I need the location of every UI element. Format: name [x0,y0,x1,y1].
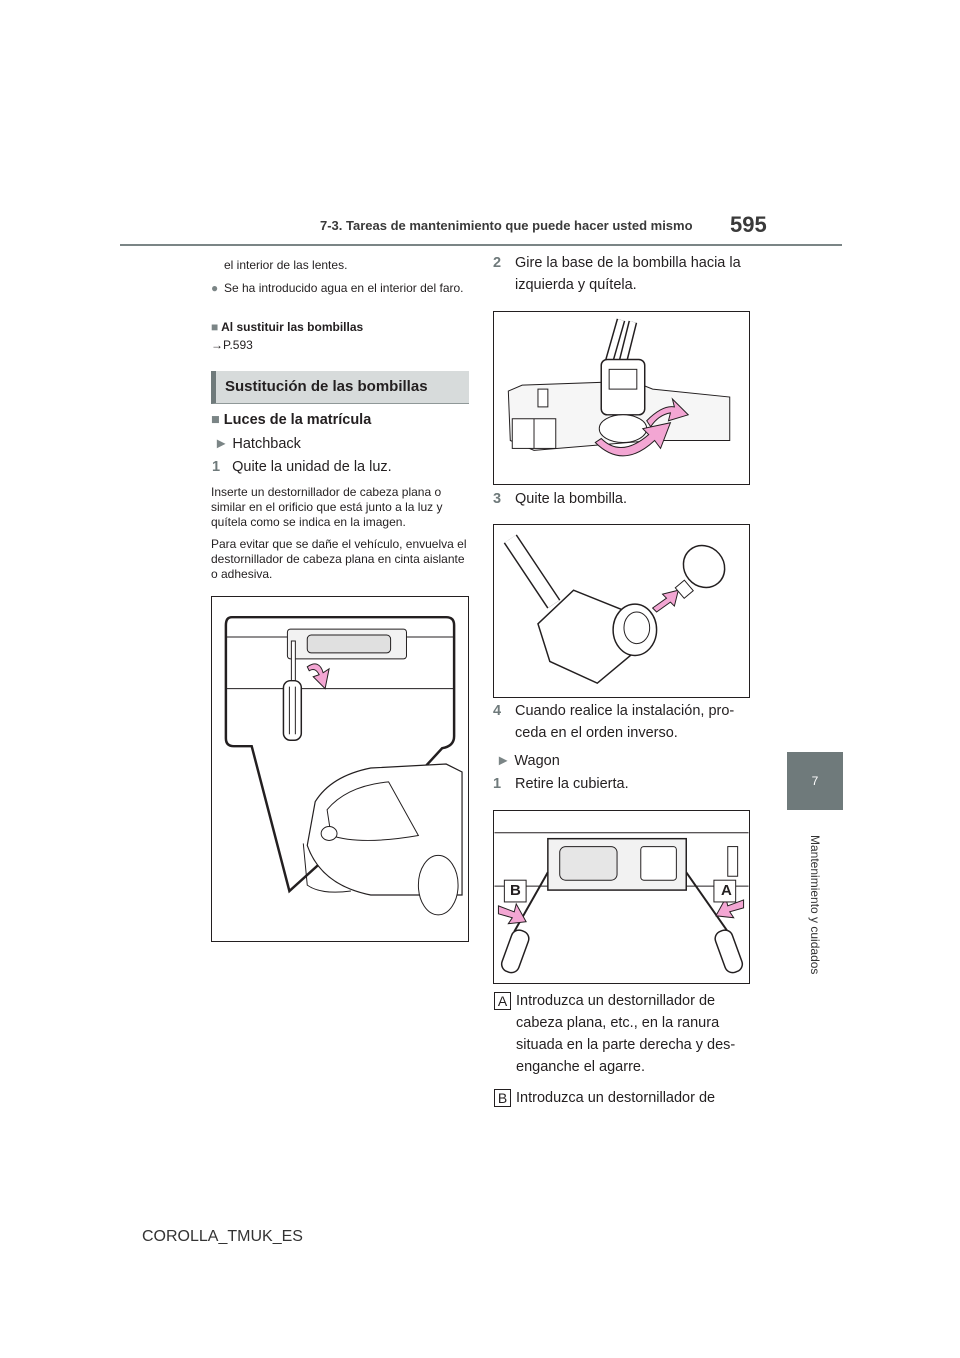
variant-hatchback-text: Hatchback [232,436,301,452]
bulb-removal-illustration [503,534,726,685]
triangle-bullet-icon: ► [496,753,511,769]
step-2-line-2: izquierda y quítela. [515,277,637,293]
document-code: COROLLA_TMUK_ES [142,1228,303,1245]
callout-a-line: Introduzca un destornillador de [516,993,716,1009]
bulb-base-illustration [507,318,731,457]
step-number: 1 [493,776,502,792]
page-number: 595 [730,212,767,237]
step-text: Quite la unidad de la luz. [232,459,392,475]
callout-b-label: B [494,1089,511,1107]
square-bullet-icon: ■ [211,412,220,428]
figure-label-b: B [510,882,521,899]
subheading: ■ Luces de la matrícula [211,412,371,428]
chapter-label: Mantenimiento y cuidados [787,820,843,990]
wagon-step-1: 1 Retire la cubierta. [493,773,629,795]
callout-a-text: Introduzca un destornillador de cabeza p… [516,990,735,1078]
step-number: 2 [493,255,502,271]
hatchback-illustration [224,615,463,916]
chapter-tab: 7 [787,752,843,810]
subheading-text: Luces de la matrícula [223,412,372,428]
figure-remove-bulb [493,524,750,698]
step-text-line: Gire la base de la bombilla hacia la [515,255,741,271]
running-header-title: 7-3. Tareas de mantenimiento que puede h… [320,218,693,233]
square-bullet-icon: ■ [211,320,219,334]
callout-a-line: situada en la parte derecha y des- [516,1037,736,1053]
bullet-item: ● Se ha introducido agua en el interior … [211,281,469,296]
step-number: 4 [493,703,502,719]
page-reference: →P.593 [211,338,253,352]
step-text: Quite la bombilla. [515,491,628,507]
figure-wagon-cover: B A [493,810,750,984]
bullet-text: Se ha introducido agua en el interior de… [224,281,464,295]
step-1: 1 Quite la unidad de la luz. [212,456,392,478]
step-4: 4 Cuando realice la instalación, pro- [493,700,734,722]
variant-wagon: ► Wagon [496,750,560,772]
caution-paragraph: Para evitar que se dañe el vehículo, env… [211,537,467,581]
callout-b-line: Introduzca un destornillador de [516,1090,716,1106]
continued-text: el interior de las lentes. [224,258,348,272]
header-rule [120,244,842,246]
callout-a-line: enganche el agarre. [516,1059,645,1075]
triangle-bullet-icon: ► [214,436,229,452]
figure-label-a: A [721,882,732,899]
variant-hatchback: ► Hatchback [214,433,301,455]
wagon-cover-illustration [494,832,749,974]
callout-a: A [494,992,511,1011]
callout-b: B [494,1089,511,1108]
step-number: 1 [212,459,221,475]
bullet-dot-icon: ● [211,281,219,295]
step-3: 3 Quite la bombilla. [493,488,627,510]
step-text-line: Cuando realice la instalación, pro- [515,703,735,719]
step-number: 3 [493,491,502,507]
section-heading: Sustitución de las bombillas [211,371,469,404]
note-heading: ■ Al sustituir las bombillas [211,320,363,335]
callout-a-line: cabeza plana, etc., en la ranura [516,1015,720,1031]
step-4-line-2: ceda en el orden inverso. [515,725,678,741]
chapter-label-text: Mantenimiento y cuidados [808,835,822,975]
instruction-paragraph: Inserte un destornillador de cabeza plan… [211,485,443,529]
note-heading-text: Al sustituir las bombillas [221,320,364,334]
callout-b-text: Introduzca un destornillador de [516,1087,715,1109]
variant-wagon-text: Wagon [514,753,560,769]
figure-hatchback-removal [211,596,469,942]
step-text: Retire la cubierta. [515,776,629,792]
step-2: 2 Gire la base de la bombilla hacia la [493,252,741,274]
callout-a-label: A [494,992,511,1010]
figure-turn-bulb-base [493,311,750,485]
